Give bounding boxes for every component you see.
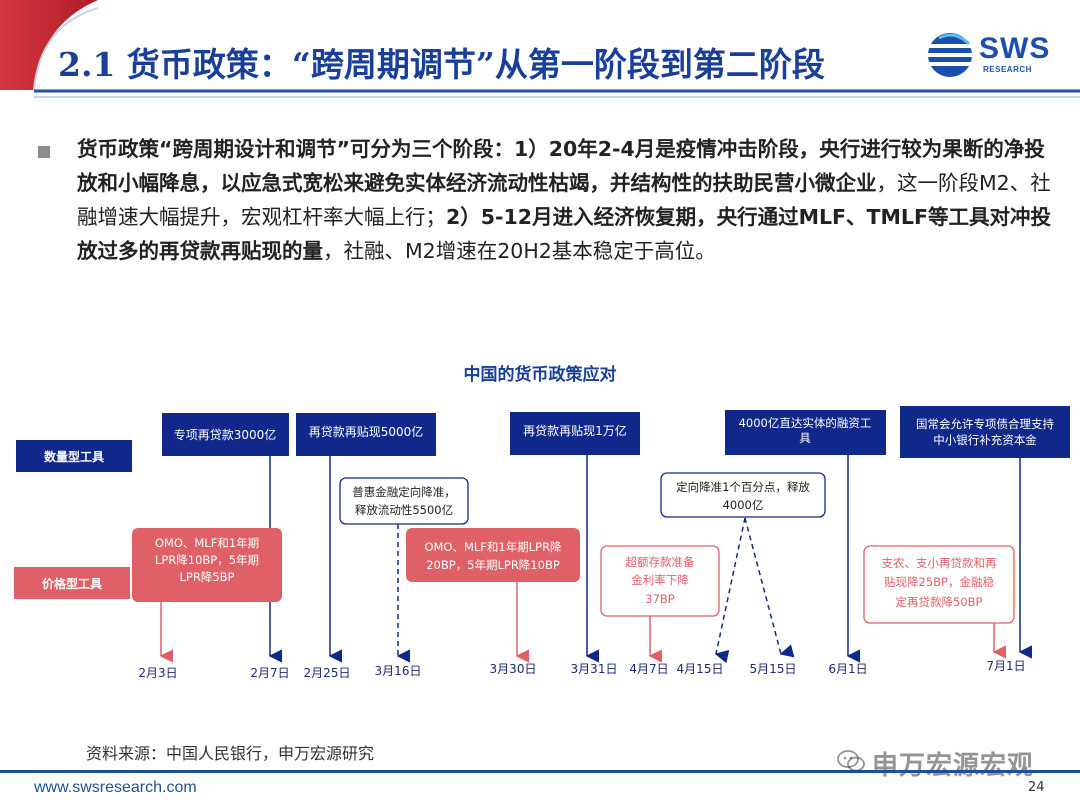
price-box-1-text-3: LPR降5BP <box>180 570 235 584</box>
price-box-1: OMO、MLF和1年期 LPR降10BP，5年期 LPR降5BP <box>132 528 282 602</box>
quantity-box-2: 再贷款再贴现5000亿 <box>296 413 436 456</box>
footer-url: www.swsresearch.com <box>34 779 197 796</box>
title-bar-frame <box>0 0 1080 98</box>
price-outline-box-2: 支农、支小再贷款和再 贴现降25BP，金融稳 定再贷款降50BP <box>863 545 1015 624</box>
footer-divider <box>0 770 1080 773</box>
source-note: 资料来源：中国人民银行，申万宏源研究 <box>86 744 375 763</box>
date-label: 4月7日 <box>629 662 668 676</box>
date-label: 2月7日 <box>250 666 289 680</box>
logo-text: SWS <box>979 32 1051 65</box>
arrow-may15 <box>744 517 795 658</box>
price-outline-box-1-text-1: 超额存款准备 <box>626 555 695 569</box>
legend-quantity-box <box>16 440 132 472</box>
page-number: 24 <box>1028 780 1045 795</box>
date-label: 7月1日 <box>986 659 1025 673</box>
price-outline-box-1-text-3: 37BP <box>645 592 675 606</box>
date-label: 6月1日 <box>828 662 867 676</box>
legend-price-label: 价格型工具 <box>42 576 102 591</box>
sws-globe-icon <box>928 33 972 77</box>
quantity-box-2-text: 再贷款再贴现5000亿 <box>309 424 424 439</box>
bullet-plain-2: ，社融、M2增速在20H2基本稳定于高位。 <box>323 239 716 263</box>
price-box-2-text-1: OMO、MLF和1年期LPR降 <box>424 540 562 554</box>
quantity-box-5: 国常会允许专项债合理支持 中小银行补充资本金 <box>900 406 1070 458</box>
sws-logo: SWS RESEARCH <box>925 30 1065 80</box>
price-outline-box-2-text-3: 定再贷款降50BP <box>896 595 983 609</box>
bullet-plain-1: ，这一阶段M2、社融增速大幅提升，宏观杠杆率大幅上行； <box>77 171 1051 229</box>
quantity-box-3: 再贷款再贴现1万亿 <box>510 412 640 455</box>
quantity-outline-box-2-text-2: 4000亿 <box>723 498 764 512</box>
price-box-1-text-2: LPR降10BP，5年期 <box>155 553 259 567</box>
title-bar: 2.1 货币政策：“跨周期调节”从第一阶段到第二阶段 <box>0 0 1080 100</box>
quantity-outline-box-2: 定向降准1个百分点，释放 4000亿 <box>660 472 826 518</box>
watermark-text: 申万宏源宏观 <box>872 751 1035 781</box>
quantity-box-1-text: 专项再贷款3000亿 <box>174 427 277 442</box>
arrow-apr15 <box>714 517 746 664</box>
timeline-arrows <box>159 455 1033 664</box>
quantity-box-4-text-1: 4000亿直达实体的融资工 <box>739 416 872 430</box>
price-outline-box-2-text-1: 支农、支小再贷款和再 <box>882 556 997 570</box>
price-box-2: OMO、MLF和1年期LPR降 20BP，5年期LPR降10BP <box>406 528 580 582</box>
date-label: 5月15日 <box>750 662 797 676</box>
date-labels: 2月3日 2月7日 2月25日 3月16日 3月30日 3月31日 4月7日 4… <box>138 659 1025 680</box>
quantity-box-1: 专项再贷款3000亿 <box>162 413 289 456</box>
price-outline-box-1-text-2: 金利率下降 <box>631 573 689 587</box>
quantity-outline-box-1-text-1: 普惠金融定向降准， <box>352 485 456 499</box>
quantity-box-4: 4000亿直达实体的融资工 具 <box>725 410 886 455</box>
quantity-outline-box-2-text-1: 定向降准1个百分点，释放 <box>676 480 810 494</box>
quantity-outline-box-1-text-2: 释放流动性5500亿 <box>355 503 453 517</box>
quantity-box-5-text-2: 中小银行补充资本金 <box>933 433 1037 447</box>
price-outline-box-1: 超额存款准备 金利率下降 37BP <box>600 545 720 617</box>
price-outline-box-2-text-2: 贴现降25BP，金融稳 <box>884 575 994 589</box>
quantity-box-3-text: 再贷款再贴现1万亿 <box>523 423 627 438</box>
quantity-box-4-text-2: 具 <box>799 431 811 445</box>
price-box-1-text-1: OMO、MLF和1年期 <box>155 536 259 550</box>
date-label: 3月31日 <box>571 662 618 676</box>
bullet-square-icon <box>38 146 50 158</box>
quantity-box-5-text-1: 国常会允许专项债合理支持 <box>916 417 1054 431</box>
diagram-title: 中国的货币政策应对 <box>463 365 617 385</box>
page-title: 2.1 货币政策：“跨周期调节”从第一阶段到第二阶段 <box>58 45 825 84</box>
price-box-2-text-2: 20BP，5年期LPR降10BP <box>426 558 560 572</box>
bullet-paragraph: 货币政策“跨周期设计和调节”可分为三个阶段：1）20年2-4月是疫情冲击阶段，央… <box>77 132 1052 268</box>
bullet-bold-1: 货币政策“跨周期设计和调节”可分为三个阶段：1）20年2-4月是疫情冲击阶段，央… <box>77 137 1045 195</box>
bullet-bold-2: 2）5-12月进入经济恢复期，央行通过MLF、TMLF等工具对冲投放过多的再贷款… <box>77 205 1051 263</box>
date-label: 2月25日 <box>304 666 351 680</box>
date-label: 4月15日 <box>677 662 724 676</box>
date-label: 2月3日 <box>138 666 177 680</box>
quantity-outline-box-1: 普惠金融定向降准， 释放流动性5500亿 <box>339 477 469 525</box>
legend-quantity-label: 数量型工具 <box>44 449 104 464</box>
logo-subtext: RESEARCH <box>983 65 1032 74</box>
date-label: 3月16日 <box>375 664 422 678</box>
legend-price-box <box>14 567 130 599</box>
date-label: 3月30日 <box>490 662 537 676</box>
